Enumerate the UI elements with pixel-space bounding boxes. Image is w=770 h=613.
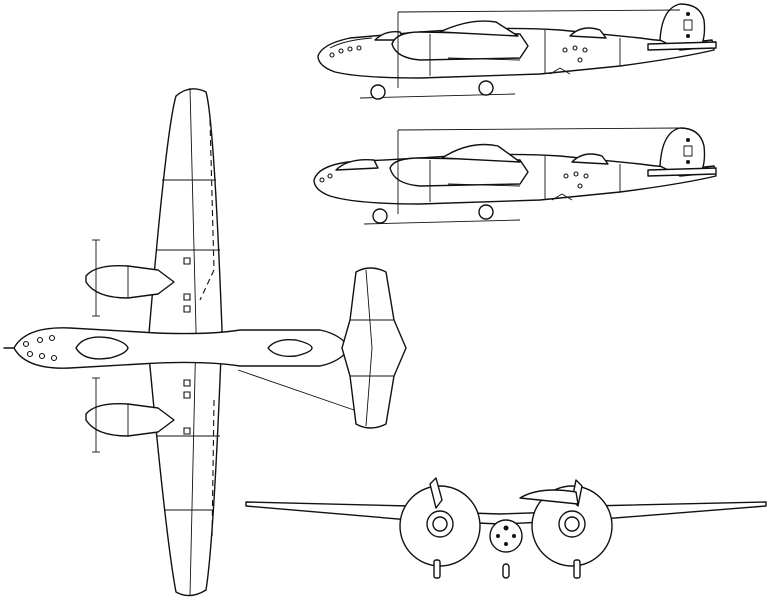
top-view (4, 88, 406, 596)
side-view-lower (314, 128, 716, 224)
front-view (246, 478, 766, 578)
side-view-upper (318, 4, 716, 99)
